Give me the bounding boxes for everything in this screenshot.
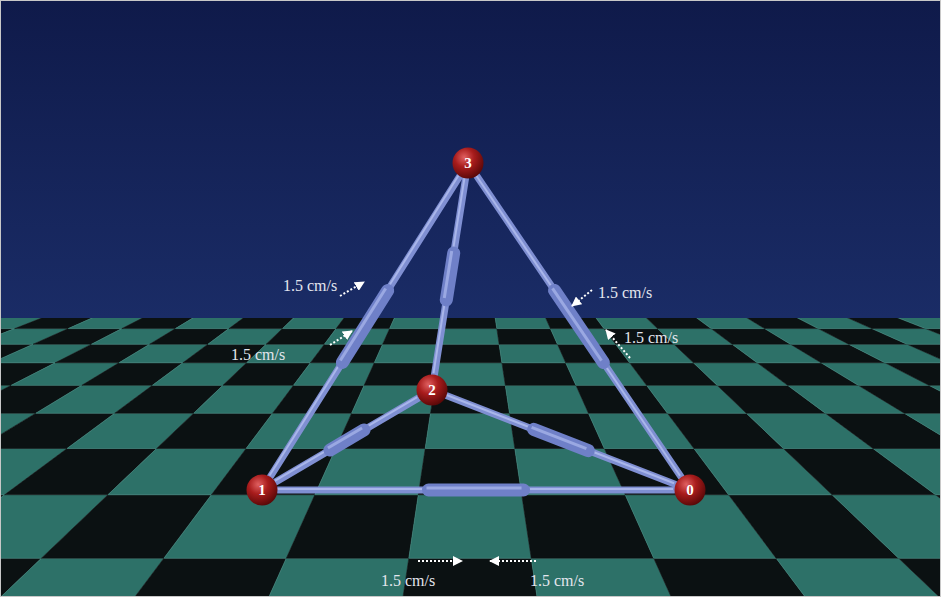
speed-arrow [572, 290, 592, 306]
joint-number: 1 [246, 474, 278, 506]
strut-rod [435, 179, 466, 374]
joint-sphere: 1 [246, 474, 278, 506]
floor-tile [441, 329, 499, 345]
speed-arrow [490, 560, 536, 562]
speed-arrow [418, 560, 462, 562]
floor-tile [885, 363, 941, 386]
speed-label: 1.5 cm/s [598, 284, 652, 302]
floor-tile [499, 344, 566, 363]
checkerboard-floor [0, 294, 941, 597]
strut-sleeve-highlight [328, 428, 362, 448]
floor-tile [858, 385, 941, 413]
strut-highlight [270, 176, 459, 476]
speed-arrow [340, 282, 364, 296]
floor-tile [435, 363, 506, 386]
sky [0, 0, 941, 318]
joint-number: 0 [674, 474, 706, 506]
sphere [417, 375, 448, 406]
sphere [675, 475, 706, 506]
floor-tile [438, 344, 502, 363]
floor-tile [925, 329, 941, 345]
strut-sleeve-highlight [444, 251, 451, 298]
floor-tile [95, 558, 286, 597]
speed-label: 1.5 cm/s [231, 346, 285, 364]
floor-tile [832, 495, 941, 558]
joint-number: 2 [416, 374, 448, 406]
strut-sleeve-highlight [532, 427, 587, 448]
strut [446, 395, 675, 484]
speed-arrow [330, 331, 352, 345]
floor-tile [383, 329, 444, 345]
strut-rod [271, 177, 460, 477]
strut-highlight [476, 175, 680, 476]
strut [434, 178, 466, 374]
speed-label: 1.5 cm/s [530, 572, 584, 590]
floor-tile [409, 495, 531, 558]
floor-tile [497, 329, 558, 345]
strut [277, 488, 674, 490]
strut-highlight [277, 488, 673, 490]
floor-tile [904, 413, 941, 448]
strut-rod [447, 396, 675, 484]
floor-tile [929, 385, 941, 413]
floor-tile [286, 495, 418, 558]
floor-tile [505, 385, 588, 413]
strut-sleeve [330, 430, 364, 450]
floor-tile [266, 329, 336, 345]
floor-tile [899, 558, 941, 597]
sphere [453, 148, 484, 179]
strut-highlight [434, 178, 465, 373]
strut [270, 176, 460, 477]
floor-tile [907, 344, 941, 363]
speed-label: 1.5 cm/s [283, 277, 337, 295]
floor-tile [873, 449, 941, 495]
strut-sleeve [342, 291, 387, 363]
strut [476, 175, 681, 477]
strut-sleeve-highlight [426, 487, 521, 490]
sphere [247, 475, 278, 506]
speed-label: 1.5 cm/s [624, 329, 678, 347]
joint-number: 3 [452, 147, 484, 179]
joint-sphere: 2 [416, 374, 448, 406]
strut-rod [278, 487, 674, 494]
strut-sleeve-highlight [340, 289, 385, 361]
joint-sphere: 3 [452, 147, 484, 179]
floor-tile [374, 344, 441, 363]
strut-highlight [446, 395, 674, 483]
strut-sleeve-highlight [553, 288, 602, 360]
speed-label: 1.5 cm/s [381, 572, 435, 590]
strut-rod [477, 176, 681, 477]
strut-sleeve [428, 484, 523, 497]
joint-sphere: 0 [674, 474, 706, 506]
floor-tile [502, 363, 576, 386]
floor-tile [418, 449, 521, 495]
